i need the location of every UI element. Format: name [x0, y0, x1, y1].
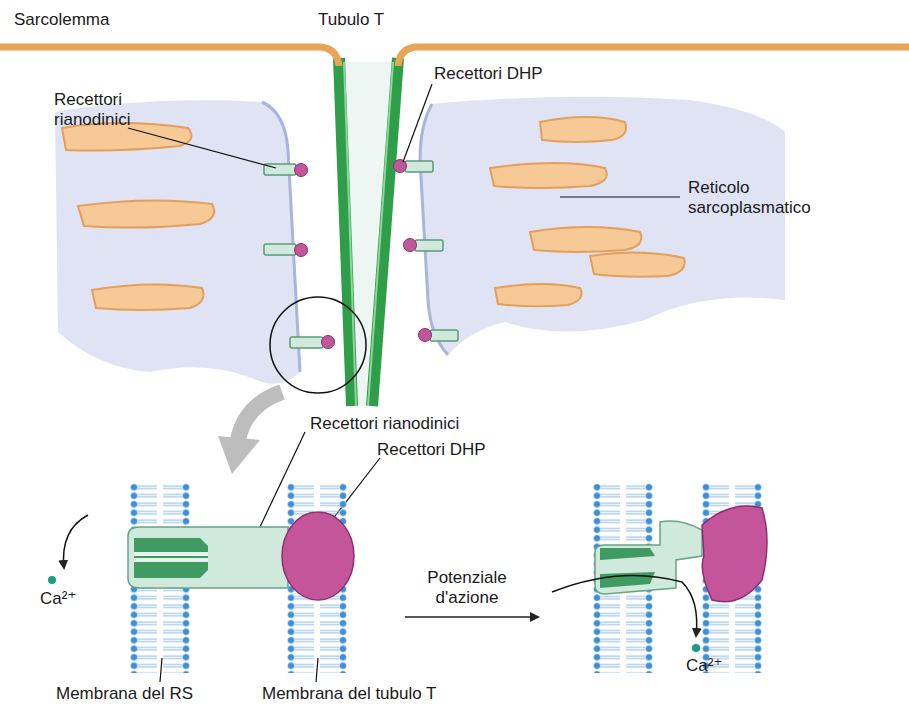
receptor-label: Recettori rianodinici — [310, 414, 459, 434]
receptor-label: Recettori DHP — [434, 64, 543, 84]
ryanodine-receptor — [415, 240, 443, 251]
zoom-arrow — [218, 392, 282, 474]
sarcoplasm-region — [262, 102, 300, 372]
leader-line — [403, 84, 432, 162]
structure-label: Reticolo sarcoplasmatico — [688, 178, 813, 218]
ion-label: Ca²⁺ — [40, 589, 76, 609]
t-tubule — [344, 62, 356, 406]
myofibril-blob — [590, 252, 685, 276]
dhp-receptor — [295, 244, 308, 257]
myofibril-blob — [530, 227, 641, 252]
myofibril-blob — [495, 284, 582, 306]
ryanodine-receptor — [264, 244, 296, 255]
sarcolemma-membrane — [0, 47, 339, 66]
sarcoplasm-region — [420, 97, 785, 355]
dhp-receptor-closed — [282, 512, 354, 600]
dhp-receptor — [394, 160, 407, 173]
dhp-receptor-open — [702, 506, 767, 602]
ryanodine-receptor-open — [595, 521, 702, 594]
receptor-label: Recettori rianodinici — [54, 90, 154, 130]
structure-label: Sarcolemma — [14, 10, 109, 30]
ryanodine-receptor — [405, 161, 433, 172]
calcium-flow — [552, 575, 700, 652]
ryanodine-receptor-closed — [134, 556, 208, 558]
event-label: Potenziale d'azione — [412, 568, 522, 608]
t-tubule — [339, 58, 398, 406]
structure-label: Tubulo T — [318, 10, 384, 30]
dhp-receptor-open — [702, 506, 767, 602]
zoom-arrow — [218, 436, 260, 474]
ion-label: Ca²⁺ — [686, 656, 722, 676]
dhp-receptor — [404, 239, 417, 252]
receptor-label: Recettori DHP — [377, 440, 486, 460]
ryanodine-receptor-closed — [128, 527, 288, 588]
myofibril-blob — [490, 163, 607, 188]
ryanodine-receptor-closed — [128, 527, 288, 588]
ryanodine-receptor — [430, 330, 458, 341]
ryanodine-receptor — [290, 337, 323, 348]
membrane-label: Membrana del tubulo T — [262, 684, 437, 704]
calcium-flow — [692, 644, 700, 652]
leader-line — [128, 128, 276, 168]
myofibril-blob — [92, 284, 204, 310]
myofibril-blob — [540, 117, 626, 142]
dhp-receptor — [295, 164, 308, 177]
sarcoplasm-region — [420, 104, 448, 355]
zoom-circle — [270, 297, 366, 393]
t-tubule — [372, 58, 398, 406]
calcium-flow — [552, 575, 697, 636]
t-tubule — [368, 62, 393, 406]
membrane-label: Membrana del RS — [56, 684, 193, 704]
dhp-receptor — [322, 336, 335, 349]
ryanodine-receptor-open — [595, 521, 702, 594]
sarcoplasm-region — [55, 97, 785, 384]
ryanodine-receptor-closed — [134, 562, 208, 578]
ryanodine-receptor-closed — [134, 552, 208, 562]
dhp-receptor — [419, 329, 432, 342]
calcium-flow — [64, 515, 89, 568]
ryanodine-receptor-closed — [134, 538, 208, 552]
sarcolemma-membrane — [0, 47, 909, 66]
calcium-flow — [48, 576, 56, 584]
dhp-receptor-closed — [282, 512, 354, 600]
dhp-receptor — [295, 160, 432, 349]
leader-line — [560, 196, 680, 197]
calcium-flow — [48, 515, 88, 584]
sarcoplasm-region — [55, 100, 300, 383]
ryanodine-receptor-open — [600, 572, 655, 588]
ryanodine-receptor — [264, 161, 458, 348]
transition-arrow — [405, 616, 538, 618]
sarcolemma-membrane — [398, 47, 909, 66]
ryanodine-receptor-open — [600, 548, 655, 560]
zoom-arrow — [238, 392, 282, 440]
myofibril-blob — [78, 200, 214, 227]
